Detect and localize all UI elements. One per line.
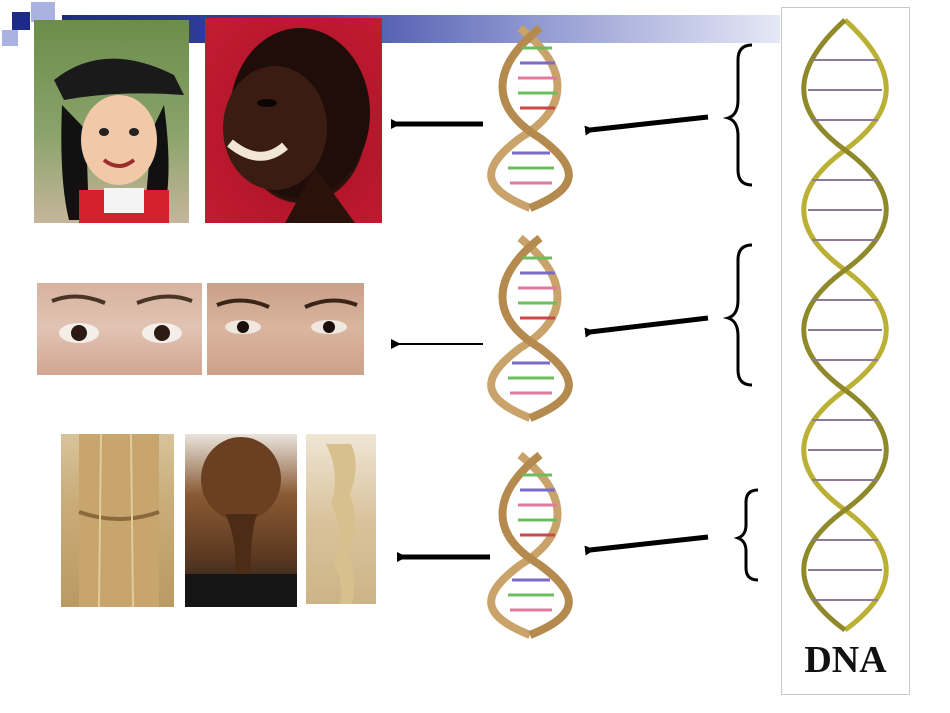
dna-label: DNA xyxy=(804,639,887,681)
corner-square-light xyxy=(31,2,55,22)
corner-square-dark xyxy=(12,12,30,30)
arrow-brace-to-helix-3 xyxy=(584,534,709,556)
gene-helix-row-3 xyxy=(487,451,573,639)
brace-row-1 xyxy=(722,43,753,187)
woman-illustration xyxy=(223,28,370,223)
woman-portrait-photo xyxy=(205,18,382,223)
brace-row-3 xyxy=(733,488,759,582)
eyes-illustration-right xyxy=(216,298,358,334)
gene-helix-row-1 xyxy=(487,24,573,212)
ponytail-hair-illustration xyxy=(185,437,297,607)
long-dna-helix xyxy=(801,18,889,633)
brace-row-2 xyxy=(722,243,753,387)
girl-illustration xyxy=(54,58,184,223)
eyes-illustration-left xyxy=(51,294,193,343)
arrow-brace-to-helix-1 xyxy=(584,114,709,136)
braided-hair-illustration xyxy=(326,444,356,604)
ponytail-hair-photo xyxy=(185,434,297,607)
eyes-photo-left xyxy=(37,283,202,375)
straight-hair-photo xyxy=(61,434,174,607)
straight-hair-illustration xyxy=(78,434,160,607)
gene-helix-row-2 xyxy=(487,234,573,422)
corner-square-light-2 xyxy=(2,30,18,46)
eyes-photo-right xyxy=(207,283,364,375)
braided-hair-photo xyxy=(306,434,376,604)
girl-portrait-photo xyxy=(34,20,189,223)
arrow-brace-to-helix-2 xyxy=(584,315,709,338)
